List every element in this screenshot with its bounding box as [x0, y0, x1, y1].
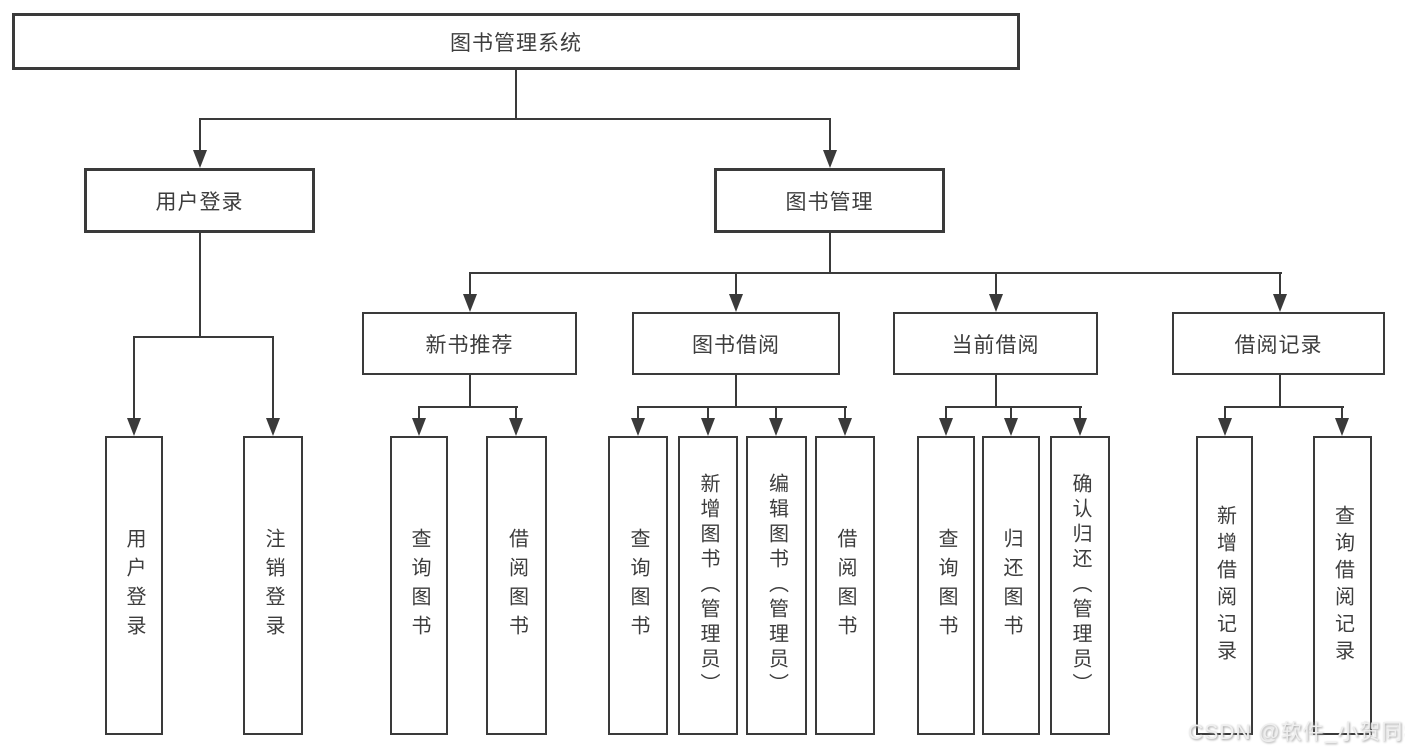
connector-line [995, 272, 997, 294]
connector-line [1224, 406, 1226, 418]
node-book-management: 图书管理 [714, 168, 945, 233]
node-book-borrow-label: 图书借阅 [692, 333, 780, 357]
connector-line [1079, 406, 1081, 418]
node-book-management-label: 图书管理 [785, 190, 874, 214]
connector-line [829, 118, 831, 150]
arrowhead-icon [939, 418, 953, 436]
arrowhead-icon [127, 418, 141, 436]
leaf-borrow-book-label: 借阅图书 [834, 527, 856, 644]
connector-line [272, 336, 274, 418]
arrowhead-icon [509, 418, 523, 436]
connector-line [469, 272, 1282, 274]
leaf-add-book-admin: 新增图书（管理员） [678, 436, 738, 735]
leaf-query-book-recommend: 查询图书 [390, 436, 448, 735]
leaf-add-borrow-record: 新增借阅记录 [1196, 436, 1253, 735]
arrowhead-icon [463, 294, 477, 312]
arrowhead-icon [729, 294, 743, 312]
arrowhead-icon [631, 418, 645, 436]
connector-line [418, 406, 420, 418]
leaf-logout-label: 注销登录 [262, 527, 284, 644]
leaf-query-borrow-record: 查询借阅记录 [1313, 436, 1372, 735]
leaf-borrow-book-recommend: 借阅图书 [486, 436, 547, 735]
node-current-borrow-label: 当前借阅 [951, 333, 1040, 357]
node-user-login: 用户登录 [84, 168, 315, 233]
leaf-query-book-current: 查询图书 [917, 436, 975, 735]
connector-line [199, 118, 831, 120]
leaf-return-book-label: 归还图书 [1000, 527, 1022, 644]
connector-line [735, 375, 737, 407]
connector-line [199, 118, 201, 150]
node-new-book-recommend-label: 新书推荐 [425, 333, 514, 357]
node-root-label: 图书管理系统 [450, 31, 582, 55]
connector-line [1341, 406, 1343, 418]
leaf-add-borrow-record-label: 新增借阅记录 [1213, 504, 1236, 667]
node-new-book-recommend: 新书推荐 [362, 312, 577, 375]
arrowhead-icon [193, 150, 207, 168]
connector-line [707, 406, 709, 418]
connector-line [945, 406, 1082, 408]
node-user-login-label: 用户登录 [155, 190, 244, 214]
connector-line [829, 233, 831, 273]
node-book-borrow: 图书借阅 [632, 312, 840, 375]
connector-line [1010, 406, 1012, 418]
leaf-user-login: 用户登录 [105, 436, 163, 735]
connector-line [945, 406, 947, 418]
connector-line [844, 406, 846, 418]
connector-line [735, 272, 737, 294]
node-current-borrow: 当前借阅 [893, 312, 1098, 375]
connector-line [1279, 375, 1281, 407]
connector-line [775, 406, 777, 418]
connector-line [515, 406, 517, 418]
connector-line [1279, 272, 1281, 294]
arrowhead-icon [701, 418, 715, 436]
connector-line [469, 272, 471, 294]
arrowhead-icon [1218, 418, 1232, 436]
leaf-confirm-return-admin: 确认归还（管理员） [1050, 436, 1110, 735]
leaf-confirm-return-admin-label: 确认归还（管理员） [1069, 473, 1091, 698]
node-borrow-records: 借阅记录 [1172, 312, 1385, 375]
csdn-watermark: CSDN @软件_小贺同学 [1188, 721, 1405, 744]
connector-line [515, 70, 517, 118]
leaf-logout: 注销登录 [243, 436, 303, 735]
connector-line [469, 375, 471, 407]
leaf-user-login-label: 用户登录 [123, 527, 145, 644]
connector-line [995, 375, 997, 407]
leaf-query-book-current-label: 查询图书 [935, 527, 957, 644]
connector-line [133, 336, 274, 338]
arrowhead-icon [838, 418, 852, 436]
node-borrow-records-label: 借阅记录 [1234, 333, 1323, 357]
leaf-query-book-borrow: 查询图书 [608, 436, 668, 735]
arrowhead-icon [1273, 294, 1287, 312]
connector-line [418, 406, 518, 408]
arrowhead-icon [1004, 418, 1018, 436]
arrowhead-icon [412, 418, 426, 436]
arrowhead-icon [1073, 418, 1087, 436]
leaf-query-borrow-record-label: 查询借阅记录 [1331, 504, 1354, 667]
connector-line [637, 406, 847, 408]
leaf-borrow-book-recommend-label: 借阅图书 [505, 527, 528, 644]
leaf-borrow-book: 借阅图书 [815, 436, 875, 735]
leaf-add-book-admin-label: 新增图书（管理员） [697, 473, 719, 698]
leaf-edit-book-admin: 编辑图书（管理员） [746, 436, 807, 735]
arrowhead-icon [823, 150, 837, 168]
connector-line [133, 336, 135, 418]
connector-line [1224, 406, 1344, 408]
arrowhead-icon [989, 294, 1003, 312]
node-root: 图书管理系统 [12, 13, 1020, 70]
connector-line [199, 233, 201, 336]
leaf-return-book: 归还图书 [982, 436, 1040, 735]
leaf-query-book-borrow-label: 查询图书 [627, 527, 649, 644]
leaf-edit-book-admin-label: 编辑图书（管理员） [765, 473, 788, 698]
connector-line [637, 406, 639, 418]
leaf-query-book-recommend-label: 查询图书 [408, 527, 430, 644]
arrowhead-icon [266, 418, 280, 436]
arrowhead-icon [769, 418, 783, 436]
arrowhead-icon [1335, 418, 1349, 436]
